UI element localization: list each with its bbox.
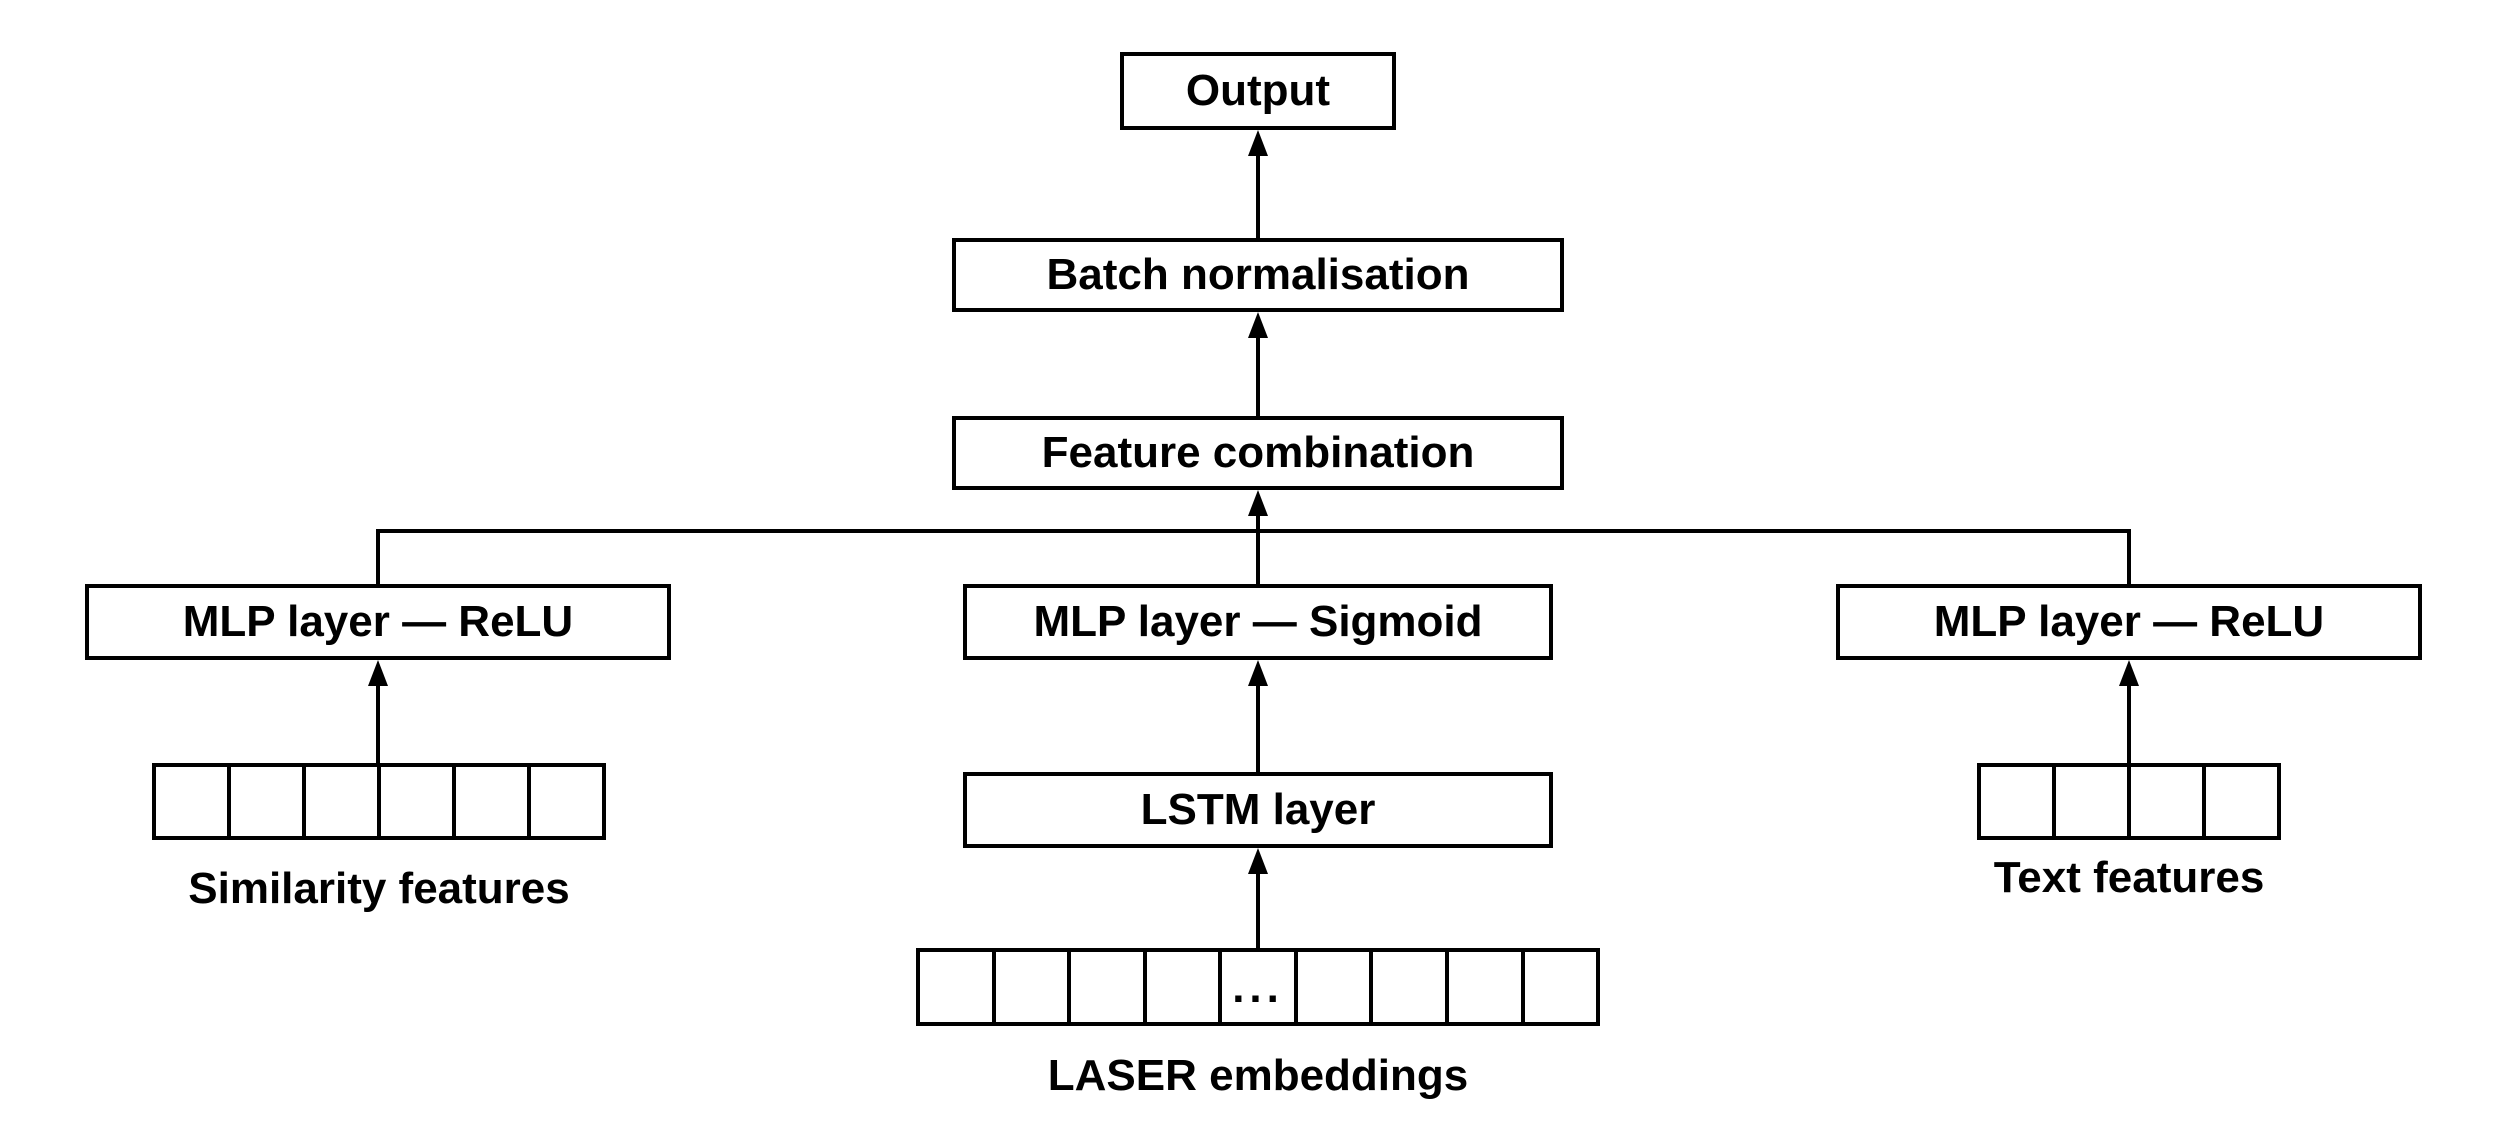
vector-cell <box>2202 767 2277 836</box>
mlp-relu-right-node: MLP layer — ReLU <box>1836 584 2422 660</box>
ellipsis-cell: ... <box>1218 952 1294 1022</box>
laser-embeddings-label: LASER embeddings <box>1047 1051 1469 1100</box>
arrow-lstm-to-mlp-center <box>1248 660 1268 772</box>
vector-cell <box>1520 952 1597 1022</box>
vector-cell <box>2127 767 2202 836</box>
vector-cell <box>156 767 227 836</box>
feature-combination-node: Feature combination <box>952 416 1564 490</box>
vector-cell <box>1293 952 1370 1022</box>
mlp-sigmoid-node: MLP layer — Sigmoid <box>963 584 1553 660</box>
similarity-features-array <box>152 763 606 840</box>
branch-merge-line <box>376 529 2131 584</box>
arrow-featurecombination-to-batchnorm <box>1248 312 1268 416</box>
vector-cell <box>1369 952 1445 1022</box>
vector-cell <box>227 767 302 836</box>
arrow-text-to-mlp-right <box>2119 660 2139 763</box>
arrow-batchnorm-to-output <box>1248 130 1268 238</box>
text-features-array <box>1977 763 2281 840</box>
batch-normalisation-node: Batch normalisation <box>952 238 1564 312</box>
vector-cell <box>991 952 1068 1022</box>
vector-cell <box>1142 952 1219 1022</box>
output-node: Output <box>1120 52 1396 130</box>
arrow-laser-to-lstm <box>1248 848 1268 948</box>
text-features-label: Text features <box>1993 853 2265 902</box>
arrow-similarity-to-mlp-left <box>368 660 388 763</box>
vector-cell <box>1981 767 2052 836</box>
vector-cell <box>377 767 452 836</box>
mlp-relu-left-node: MLP layer — ReLU <box>85 584 671 660</box>
vector-cell <box>527 767 602 836</box>
similarity-features-label: Similarity features <box>188 864 570 913</box>
lstm-node: LSTM layer <box>963 772 1553 848</box>
arrow-mlp-to-featurecombination <box>1248 490 1268 584</box>
vector-cell <box>302 767 377 836</box>
vector-cell <box>920 952 992 1022</box>
vector-cell <box>2052 767 2127 836</box>
laser-embeddings-array: ... <box>916 948 1600 1026</box>
vector-cell <box>1067 952 1143 1022</box>
vector-cell <box>452 767 527 836</box>
vector-cell <box>1444 952 1521 1022</box>
